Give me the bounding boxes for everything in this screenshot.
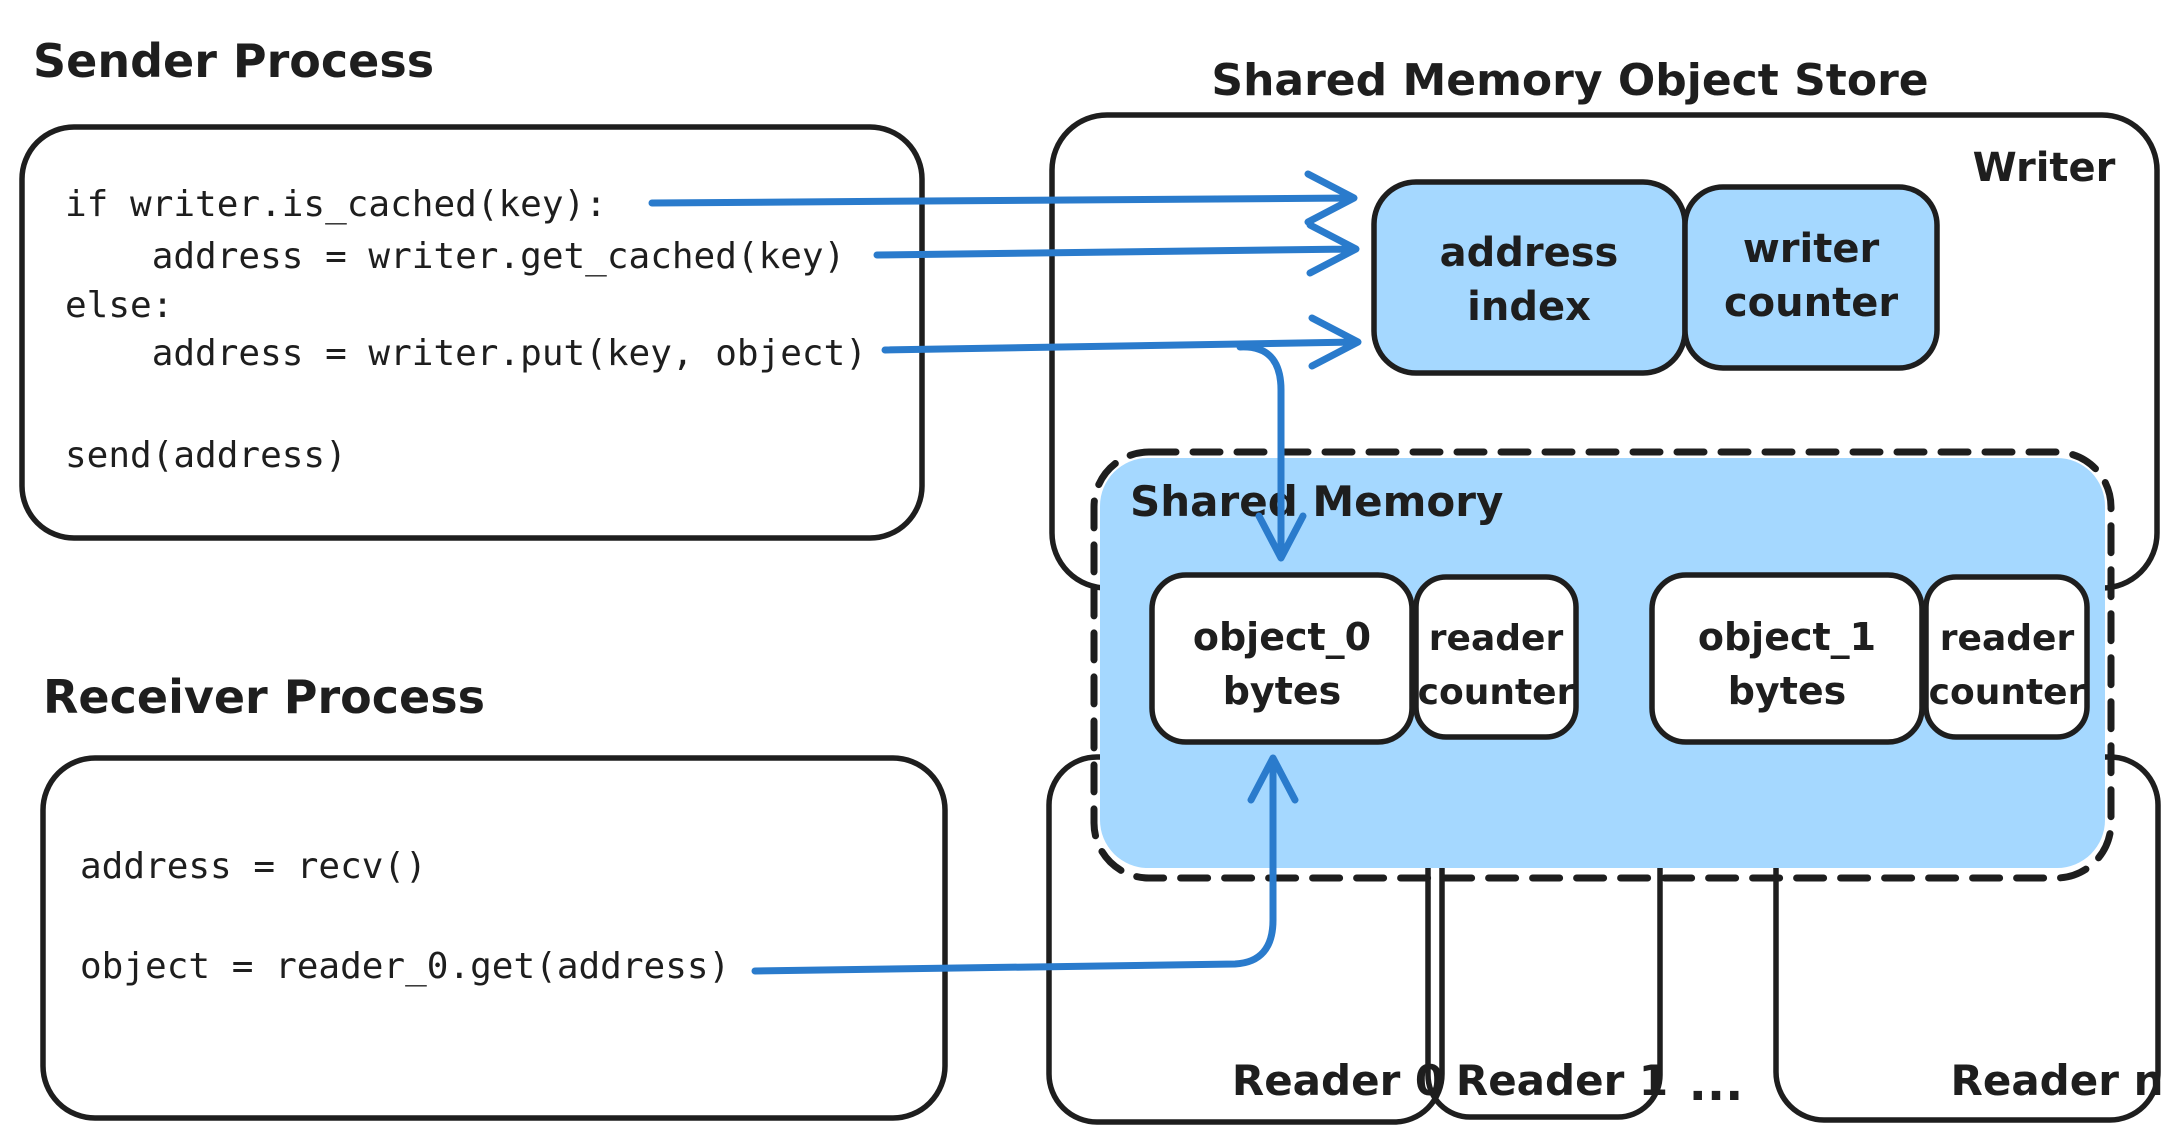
- receiver-process-title: Receiver Process: [43, 670, 485, 724]
- shared-memory-dashed-border: [1090, 448, 2115, 882]
- object-0-box: [1149, 572, 1415, 745]
- readers-ellipsis: ...: [1689, 1056, 1744, 1112]
- object-0-label-line2: bytes: [1223, 669, 1342, 713]
- arrow-put-to-object-0: [1236, 343, 1307, 562]
- reader-1-label: Reader 1: [1456, 1056, 1668, 1105]
- object-0-label-line1: object_0: [1193, 615, 1371, 659]
- reader-counter-1-label-line1: reader: [1940, 618, 2075, 659]
- address-index-label-line1: address: [1440, 230, 1619, 276]
- address-index-box: [1371, 179, 1688, 376]
- writer-section: address index writer counter: [1371, 179, 1940, 376]
- receiver-process: Receiver Process address = recv() object…: [40, 670, 948, 1121]
- sender-code-line-3: else:: [65, 285, 173, 326]
- arrows: [648, 170, 1362, 975]
- writer-counter-box: [1682, 184, 1940, 371]
- shared-memory-label: Shared Memory: [1130, 477, 1503, 526]
- reader-counter-0-label-line1: reader: [1429, 618, 1564, 659]
- sender-code-line-2: address = writer.get_cached(key): [65, 236, 845, 277]
- arrow-is-cached-to-address-index: [648, 170, 1358, 226]
- reader-counter-1-label-line2: counter: [1929, 672, 2086, 713]
- reader-processes: Reader 0 Reader 1 ... Reader n: [1046, 754, 2164, 1125]
- object-1-label-line2: bytes: [1728, 669, 1847, 713]
- sender-process-box: [19, 124, 925, 541]
- sender-code-line-1: if writer.is_cached(key):: [65, 184, 607, 225]
- writer-counter-label-line1: writer: [1743, 226, 1880, 272]
- object-store-title: Shared Memory Object Store: [1211, 55, 1928, 106]
- shared-memory-fill: [1100, 458, 2105, 868]
- writer-counter-label-line2: counter: [1724, 280, 1898, 326]
- reader-0-label: Reader 0: [1232, 1056, 1444, 1105]
- object-1-label-line1: object_1: [1698, 615, 1876, 659]
- arrow-get-cached-to-address-index: [873, 221, 1360, 277]
- memory-slots: object_0 bytes reader counter object_1 b…: [1149, 572, 2090, 745]
- receiver-code-line-2: object = reader_0.get(address): [80, 946, 730, 987]
- sender-process-title: Sender Process: [33, 34, 434, 88]
- shared-memory-region: Shared Memory: [1090, 448, 2115, 882]
- sender-code-line-5: send(address): [65, 435, 347, 476]
- receiver-process-box: [40, 755, 948, 1121]
- reader-counter-0-box: [1413, 574, 1579, 740]
- object-1-box: [1649, 572, 1925, 745]
- reader-counter-1-box: [1923, 574, 2090, 740]
- sender-code-line-4: address = writer.put(key, object): [65, 333, 867, 374]
- reader-n-label: Reader n: [1951, 1056, 2164, 1105]
- receiver-code-line-1: address = recv(): [80, 846, 427, 887]
- arrow-reader-get-to-object-0: [751, 754, 1299, 975]
- sender-process: Sender Process if writer.is_cached(key):…: [19, 34, 925, 541]
- writer-label: Writer: [1973, 145, 2116, 191]
- address-index-label-line2: index: [1467, 284, 1591, 330]
- arrow-put-to-address-index: [881, 314, 1362, 370]
- reader-counter-0-label-line2: counter: [1418, 672, 1575, 713]
